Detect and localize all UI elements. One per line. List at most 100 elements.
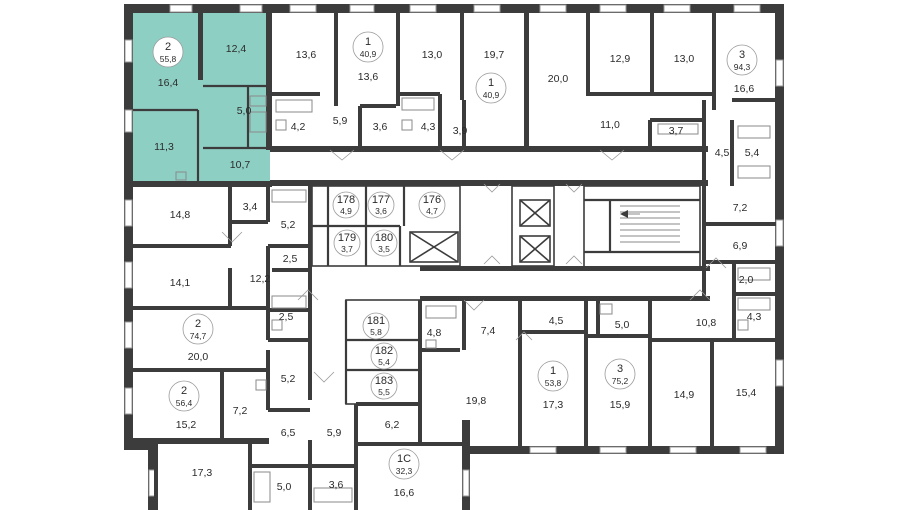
room-area: 4,2 bbox=[291, 121, 306, 133]
storage-unit-area: 3,7 bbox=[341, 244, 353, 254]
room-area: 11,3 bbox=[154, 141, 174, 153]
room-area: 10,7 bbox=[230, 159, 251, 171]
room-area: 2,5 bbox=[279, 311, 294, 323]
room-area: 5,0 bbox=[615, 319, 630, 331]
storage-unit-badge[interactable]: 177 3,6 bbox=[367, 191, 395, 219]
storage-unit-area: 5,4 bbox=[378, 357, 390, 367]
room-area: 13,6 bbox=[358, 71, 379, 83]
storage-unit-number: 178 bbox=[337, 194, 355, 206]
apartment-rooms: 1 bbox=[488, 77, 494, 89]
storage-unit-area: 3,6 bbox=[375, 206, 387, 216]
room-area: 16,6 bbox=[734, 83, 755, 95]
storage-unit-badge[interactable]: 180 3,5 bbox=[370, 229, 398, 257]
apartment-badge[interactable]: 1С 32,3 bbox=[388, 448, 420, 480]
apartment-total-area: 53,8 bbox=[545, 378, 562, 388]
room-area: 3,6 bbox=[373, 121, 388, 133]
room-area: 5,2 bbox=[281, 219, 296, 231]
storage-badges: 178 4,9 177 3,6 176 4,7 179 3,7 180 3,5 … bbox=[332, 191, 446, 400]
room-area: 6,5 bbox=[281, 427, 296, 439]
apartment-rooms: 1 bbox=[365, 36, 371, 48]
room-area: 19,7 bbox=[484, 49, 505, 61]
room-area: 19,8 bbox=[466, 395, 487, 407]
room-area: 14,9 bbox=[674, 389, 695, 401]
room-area: 13,6 bbox=[296, 49, 317, 61]
storage-unit-badge[interactable]: 183 5,5 bbox=[370, 372, 398, 400]
room-area: 5,9 bbox=[333, 115, 348, 127]
apartment-badge[interactable]: 3 75,2 bbox=[604, 358, 636, 390]
room-area: 12,2 bbox=[250, 273, 271, 285]
fixtures bbox=[175, 95, 771, 503]
room-area: 20,0 bbox=[548, 73, 569, 85]
room-area: 4,5 bbox=[715, 147, 730, 159]
room-area: 17,3 bbox=[192, 467, 213, 479]
room-area: 16,6 bbox=[394, 487, 415, 499]
apartment-total-area: 40,9 bbox=[360, 49, 377, 59]
apartment-total-area: 40,9 bbox=[483, 90, 500, 100]
apartment-badge[interactable]: 2 56,4 bbox=[168, 380, 200, 412]
room-area: 12,4 bbox=[226, 43, 247, 55]
apartment-total-area: 74,7 bbox=[190, 331, 207, 341]
storage-unit-number: 180 bbox=[375, 232, 393, 244]
storage-unit-area: 4,9 bbox=[340, 206, 352, 216]
apartment-total-area: 75,2 bbox=[612, 376, 629, 386]
room-area: 6,9 bbox=[733, 240, 748, 252]
doors bbox=[221, 149, 727, 383]
room-area: 5,0 bbox=[237, 105, 252, 117]
apartment-badge[interactable]: 3 94,3 bbox=[726, 44, 758, 76]
storage-unit-number: 176 bbox=[423, 194, 441, 206]
room-area: 13,0 bbox=[674, 53, 695, 65]
apartment-badge[interactable]: 2 74,7 bbox=[182, 313, 214, 345]
storage-unit-badge[interactable]: 176 4,7 bbox=[418, 191, 446, 219]
storage-unit-badge[interactable]: 181 5,8 bbox=[362, 312, 390, 340]
room-area: 3,9 bbox=[453, 125, 468, 137]
storage-unit-number: 182 bbox=[375, 345, 393, 357]
storage-unit-badge[interactable]: 179 3,7 bbox=[333, 229, 361, 257]
room-area: 4,5 bbox=[549, 315, 564, 327]
room-area: 5,2 bbox=[281, 373, 296, 385]
room-area: 14,8 bbox=[170, 209, 191, 221]
apartment-badges: 2 55,8 1 40,9 1 40,9 3 94,3 2 74,7 2 56,… bbox=[152, 31, 758, 480]
storage-unit-number: 183 bbox=[375, 375, 393, 387]
apartment-total-area: 32,3 bbox=[396, 466, 413, 476]
room-area: 15,4 bbox=[736, 387, 757, 399]
apartment-rooms: 2 bbox=[165, 41, 171, 53]
room-area: 11,0 bbox=[600, 119, 620, 131]
room-area: 2,0 bbox=[739, 274, 754, 286]
room-area: 3,7 bbox=[669, 125, 684, 137]
room-area: 16,4 bbox=[158, 77, 179, 89]
apartment-total-area: 55,8 bbox=[160, 54, 177, 64]
room-area: 6,2 bbox=[385, 419, 400, 431]
storage-unit-badge[interactable]: 182 5,4 bbox=[370, 342, 398, 370]
room-areas: 12,4 16,4 5,0 11,3 10,7 13,6 13,6 13,0 1… bbox=[154, 43, 761, 499]
room-area: 13,0 bbox=[422, 49, 443, 61]
storage-unit-number: 177 bbox=[372, 194, 390, 206]
apartment-badge[interactable]: 1 53,8 bbox=[537, 360, 569, 392]
room-area: 17,3 bbox=[543, 399, 564, 411]
room-area: 3,4 bbox=[243, 201, 258, 213]
storage-unit-badge[interactable]: 178 4,9 bbox=[332, 191, 360, 219]
room-area: 2,5 bbox=[283, 253, 298, 265]
apartment-total-area: 56,4 bbox=[176, 398, 193, 408]
storage-unit-area: 5,5 bbox=[378, 387, 390, 397]
apartment-rooms: 2 bbox=[195, 318, 201, 330]
apartment-rooms: 3 bbox=[617, 363, 623, 375]
apartment-total-area: 94,3 bbox=[734, 62, 751, 72]
room-area: 14,1 bbox=[170, 277, 191, 289]
room-area: 7,2 bbox=[733, 202, 748, 214]
storage-unit-number: 179 bbox=[338, 232, 356, 244]
room-area: 4,3 bbox=[421, 121, 436, 133]
room-area: 15,2 bbox=[176, 419, 197, 431]
apartment-rooms: 1 bbox=[550, 365, 556, 377]
room-area: 10,8 bbox=[696, 317, 717, 329]
apartment-rooms: 2 bbox=[181, 385, 187, 397]
room-area: 7,4 bbox=[481, 325, 496, 337]
apartment-badge[interactable]: 1 40,9 bbox=[475, 72, 507, 104]
storage-unit-number: 181 bbox=[367, 315, 385, 327]
room-area: 4,3 bbox=[747, 311, 762, 323]
apartment-rooms: 1С bbox=[397, 453, 411, 465]
storage-unit-area: 3,5 bbox=[378, 244, 390, 254]
room-area: 5,0 bbox=[277, 481, 292, 493]
apartment-badge[interactable]: 1 40,9 bbox=[352, 31, 384, 63]
apartment-badge[interactable]: 2 55,8 bbox=[152, 36, 184, 68]
